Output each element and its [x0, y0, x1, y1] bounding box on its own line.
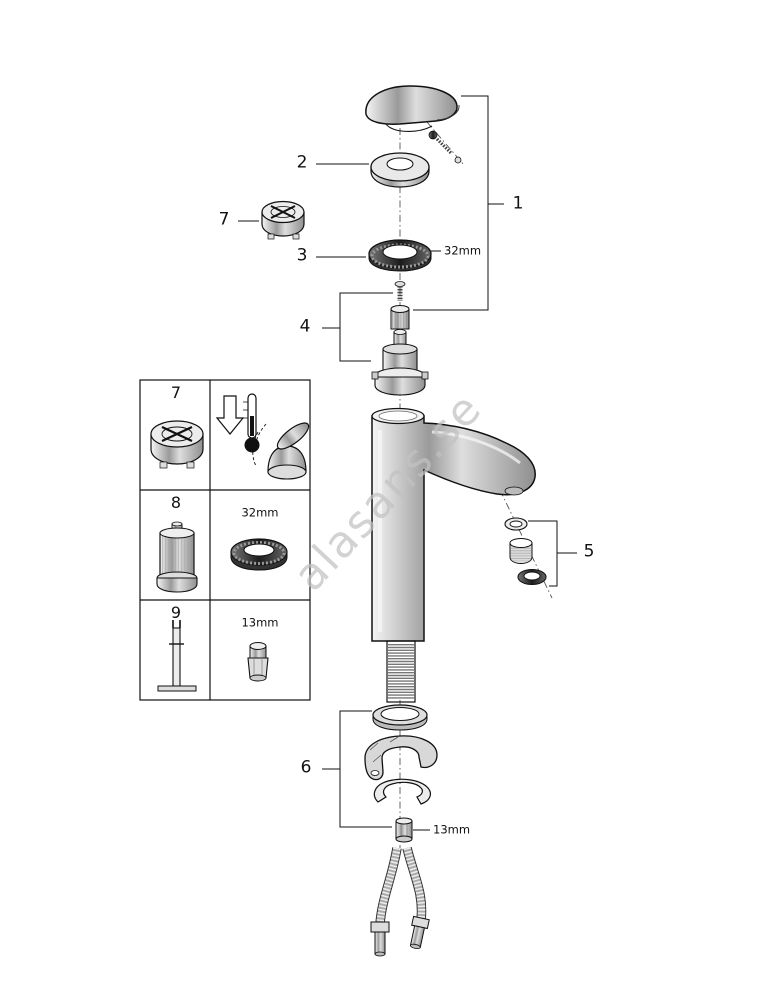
handle-screw-shaft [435, 137, 453, 155]
callout-label-2: 2 [296, 152, 308, 173]
callout-label-1: 1 [512, 193, 524, 214]
table-part-tool [157, 620, 197, 692]
part-aerator-group [504, 517, 547, 586]
hose-connector-left [370, 921, 390, 957]
handle-screw-head [428, 130, 438, 140]
table-dim-label-13mm: 13mm [241, 615, 279, 630]
cartridge-screw-head [394, 281, 406, 287]
fixing-horseshoe-washer [373, 778, 431, 805]
faucet-body [371, 407, 536, 703]
fixing-screw [395, 817, 413, 843]
aerator-washer [504, 517, 528, 531]
table-grid [139, 379, 311, 701]
aerator-insert [509, 538, 533, 565]
part-fixing-group [364, 704, 438, 843]
callout-label-5: 5 [583, 541, 595, 562]
part-cartridge-group [371, 281, 429, 396]
part-mounting-ring [368, 239, 432, 272]
threaded-shank [386, 640, 416, 703]
handle-removal-pictogram [252, 422, 310, 480]
table-part-cartridge [156, 521, 198, 593]
thermometer-icon [243, 393, 260, 453]
table-part-cap [150, 420, 204, 469]
callout-bracket-4 [322, 292, 393, 362]
callout-label-6: 6 [300, 757, 312, 778]
part-cap [261, 200, 305, 240]
table-dim-label-32mm: 32mm [241, 505, 279, 520]
callout-bracket-6 [322, 710, 392, 828]
part-escutcheon-ring [370, 152, 430, 188]
table-row-label-8: 8 [170, 493, 182, 512]
spout-outlet [504, 486, 524, 496]
callout-bracket-1 [413, 95, 504, 311]
supply-hoses [370, 846, 430, 957]
callout-lines [238, 95, 577, 831]
table-part-bit-13mm [247, 642, 269, 682]
part-handle [365, 85, 462, 164]
callout-label-4: 4 [299, 316, 311, 337]
table-cooldown-pictogram [215, 393, 310, 480]
aerator-ring [517, 568, 547, 586]
callout-label-7: 7 [218, 209, 230, 230]
table-row-label-7: 7 [170, 383, 182, 402]
callout-bracket-5 [528, 520, 577, 587]
dimension-label-32mm: 32mm [444, 243, 482, 258]
hose-connector-right [409, 915, 430, 950]
callout-label-3: 3 [296, 245, 308, 266]
table-part-ring-32mm [230, 538, 288, 571]
dimension-label-13mm: 13mm [433, 822, 471, 837]
cartridge-nut [390, 305, 410, 330]
handle-screw-tip [454, 156, 462, 164]
down-arrow-icon [215, 395, 245, 435]
fixing-oring [372, 704, 428, 731]
cartridge-body [371, 329, 429, 396]
table-row-label-9: 9 [170, 603, 182, 622]
fixing-bracket [364, 735, 438, 781]
parts-table [139, 379, 311, 701]
